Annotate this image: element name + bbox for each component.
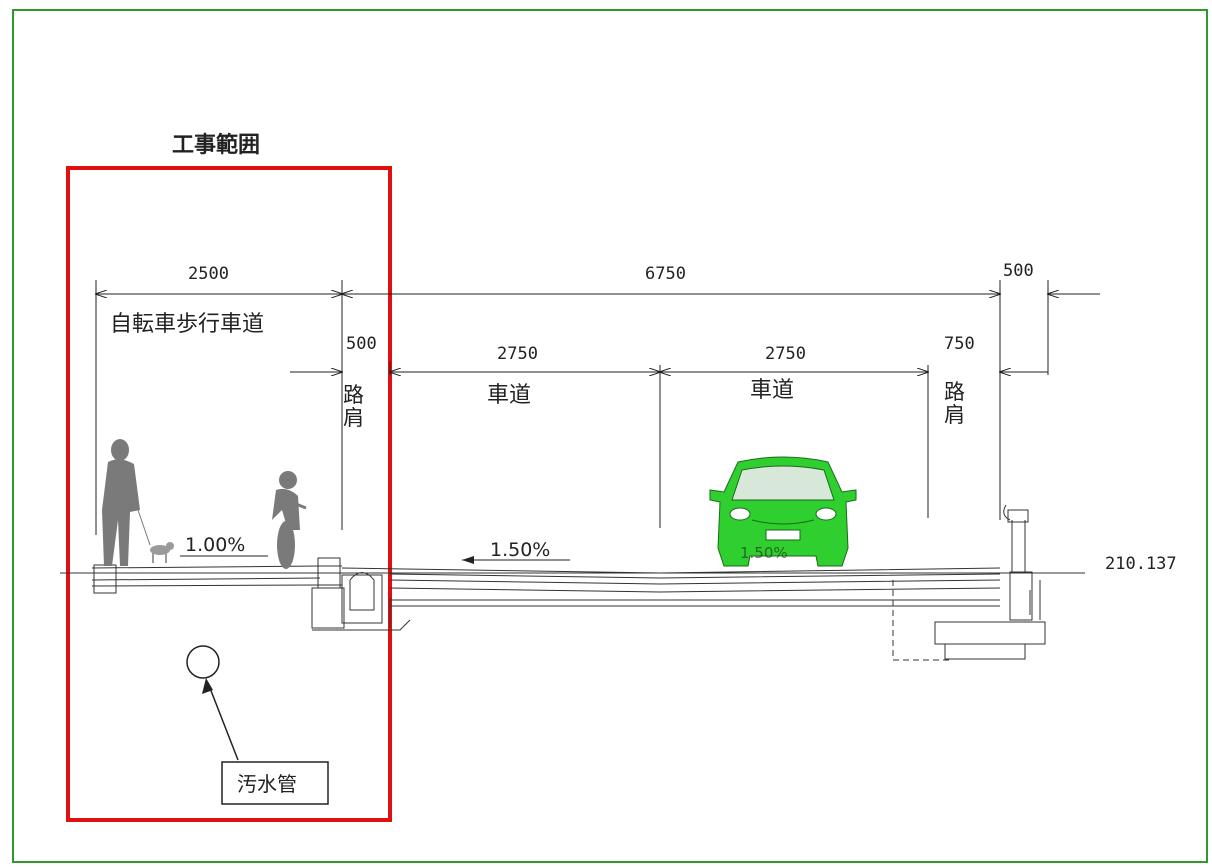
dim-right-shoulder: 750 (944, 334, 975, 354)
road-section-lines (60, 504, 1085, 661)
dim-lane-right: 2750 (765, 344, 806, 364)
sewer-pipe-label-box (221, 761, 329, 805)
slope-behind-car: 1.50% (740, 544, 788, 562)
dim-lane-left: 2750 (497, 344, 538, 364)
lane-dimension-lines (290, 362, 1048, 528)
pedestrian-figure (102, 439, 140, 566)
dim-left-shoulder: 500 (346, 334, 377, 354)
car-figure (709, 456, 857, 567)
label-bike-walk-path: 自転車歩行車道 (110, 312, 264, 337)
construction-range-box (66, 166, 392, 822)
dog-figure (150, 542, 174, 563)
dog-leash (137, 509, 151, 546)
slope-road-arrow (462, 556, 474, 564)
label-shoulder-right-top: 路 (944, 380, 965, 404)
sewer-pipe-circle (186, 645, 220, 679)
dim-total-width: 6750 (645, 264, 686, 284)
top-dimension-lines (96, 280, 1100, 535)
cyclist-figure (272, 471, 307, 569)
sewer-pipe-label: 汚水管 (237, 772, 297, 796)
label-shoulder-right-bottom: 肩 (944, 403, 965, 427)
construction-range-title: 工事範囲 (172, 132, 260, 158)
dim-right-top: 500 (1003, 261, 1034, 281)
slope-road: 1.50% (490, 539, 550, 561)
elevation-value: 210.137 (1105, 554, 1177, 574)
label-shoulder-left-bottom: 肩 (343, 406, 364, 430)
dim-bike-walk-width: 2500 (188, 264, 229, 284)
diagram-frame (12, 9, 1208, 863)
label-lane-right: 車道 (750, 378, 794, 403)
slope-walkway: 1.00% (185, 534, 245, 556)
sewer-pipe-pointer (207, 682, 239, 761)
label-shoulder-left-top: 路 (343, 383, 364, 407)
sewer-pipe-arrowhead (202, 678, 213, 694)
label-lane-left: 車道 (487, 383, 531, 408)
